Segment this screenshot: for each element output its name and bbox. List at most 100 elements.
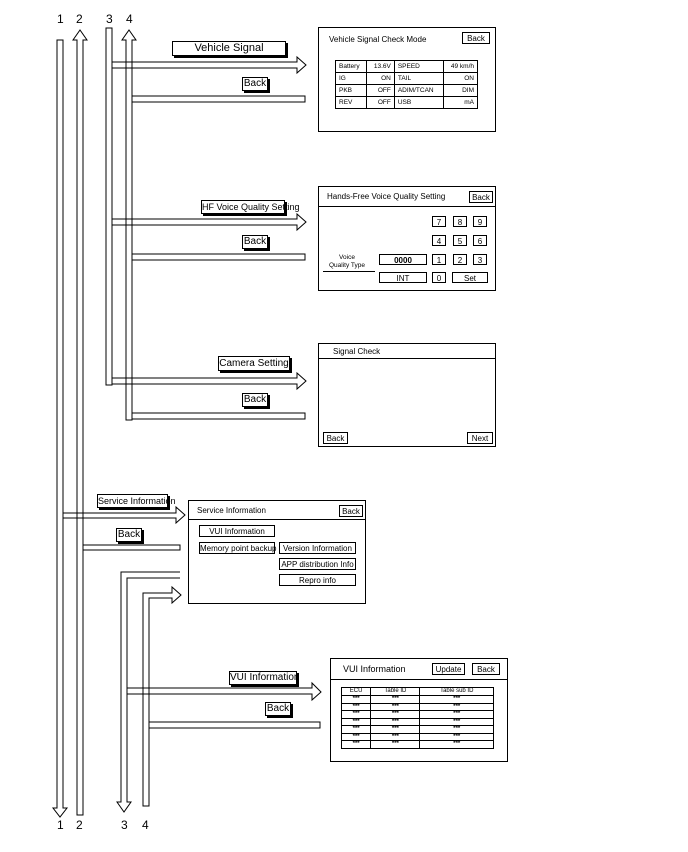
title-separator [319, 358, 495, 359]
signal-name: REV [334, 96, 368, 109]
table-cell: *** [370, 725, 421, 734]
table-cell: *** [419, 740, 494, 749]
key-4[interactable]: 4 [432, 235, 446, 246]
table-cell: *** [370, 740, 421, 749]
back-button[interactable]: Back [469, 191, 493, 203]
table-row: ********* [340, 702, 494, 711]
voice-label-line1: Voice [339, 254, 355, 261]
title-separator [319, 206, 495, 207]
signal-value: DIM [442, 84, 479, 97]
tag-vui: VUI Information [229, 671, 300, 685]
panel-title: VUI Information [343, 664, 406, 674]
key-3[interactable]: 3 [473, 254, 487, 265]
quality-value-field[interactable]: 0000 [379, 254, 427, 265]
signal-name: USB [393, 96, 444, 109]
key-8[interactable]: 8 [453, 216, 467, 227]
signal-name: PKB [334, 84, 368, 97]
vui-information-button[interactable]: VUI Information [199, 525, 275, 537]
header-table-id: Table ID [370, 687, 421, 696]
title-separator [331, 679, 507, 680]
table-row: ********* [340, 695, 494, 704]
panel-title: Vehicle Signal Check Mode [329, 35, 427, 44]
table-row: ********* [340, 725, 494, 734]
signal-value: OFF [366, 84, 395, 97]
table-cell: *** [340, 702, 372, 711]
next-button[interactable]: Next [467, 432, 493, 444]
key-6[interactable]: 6 [473, 235, 487, 246]
version-information-button[interactable]: Version Information [279, 542, 356, 554]
tag-back-vehicle: Back [242, 77, 268, 91]
lane-number-4-top: 4 [126, 12, 133, 26]
table-cell: *** [370, 732, 421, 741]
app-distribution-info-button[interactable]: APP distribution Info [279, 558, 356, 570]
header-ecu: ECU [340, 687, 372, 696]
lane-2-arrow [72, 29, 88, 816]
lane-4-arrow [121, 29, 137, 421]
table-cell: *** [340, 725, 372, 734]
table-cell: *** [340, 717, 372, 726]
table-cell: *** [419, 725, 494, 734]
back-button[interactable]: Back [472, 663, 500, 675]
signal-name: Battery [334, 60, 368, 73]
voice-label-line2: Quality Type [328, 262, 365, 269]
table-cell: *** [340, 740, 372, 749]
signal-name: TAIL [393, 72, 444, 85]
service-information-panel: Service Information Back VUI Information… [188, 500, 366, 604]
voice-label-underline [323, 271, 375, 272]
back-button[interactable]: Back [462, 32, 490, 44]
signal-name: ADIM/TCAN [393, 84, 444, 97]
table-cell: *** [340, 695, 372, 704]
repro-info-button[interactable]: Repro info [279, 574, 356, 586]
lane-1-arrow [51, 39, 69, 818]
key-5[interactable]: 5 [453, 235, 467, 246]
header-table-sub-id: Table sub ID [419, 687, 494, 696]
lane-number-1-bottom: 1 [57, 818, 64, 832]
table-cell: *** [370, 702, 421, 711]
back-button[interactable]: Back [323, 432, 348, 444]
signal-name: IG [334, 72, 368, 85]
tag-back-service: Back [116, 528, 142, 542]
signal-value: ON [366, 72, 395, 85]
key-2[interactable]: 2 [453, 254, 467, 265]
table-cell: *** [419, 732, 494, 741]
vui-table: ECU Table ID Table sub ID **************… [340, 687, 494, 749]
table-cell: *** [370, 710, 421, 719]
lane-number-2-bottom: 2 [76, 818, 83, 832]
table-cell: *** [340, 732, 372, 741]
tag-camera: Camera Setting [218, 356, 290, 371]
hf-voice-panel: Hands-Free Voice Quality Setting Back 7 … [318, 186, 496, 291]
table-row: ********* [340, 740, 494, 749]
lane-number-4-bottom: 4 [142, 818, 149, 832]
signal-value: mA [442, 96, 479, 109]
key-7[interactable]: 7 [432, 216, 446, 227]
int-button[interactable]: INT [379, 272, 427, 283]
table-cell: *** [340, 710, 372, 719]
tag-back-camera: Back [242, 393, 268, 407]
lane-number-1-top: 1 [57, 12, 64, 26]
back-button[interactable]: Back [339, 505, 363, 517]
set-button[interactable]: Set [452, 272, 488, 283]
signal-value: OFF [366, 96, 395, 109]
key-1[interactable]: 1 [432, 254, 446, 265]
lane-3-arrow [105, 27, 113, 386]
title-separator [189, 519, 365, 520]
panel-title: Service Information [197, 506, 266, 515]
key-9[interactable]: 9 [473, 216, 487, 227]
table-cell: *** [370, 717, 421, 726]
signal-value: 49 km/h [442, 60, 479, 73]
panel-title: Signal Check [333, 347, 381, 356]
tag-service: Service Information [97, 494, 176, 508]
update-button[interactable]: Update [432, 663, 465, 675]
key-0[interactable]: 0 [432, 272, 446, 283]
table-cell: *** [419, 717, 494, 726]
signal-name: SPEED [393, 60, 444, 73]
lane-number-2-top: 2 [76, 12, 83, 26]
table-row: ********* [340, 732, 494, 741]
lane-number-3-top: 3 [106, 12, 113, 26]
memory-point-backup-button[interactable]: Memory point backup [199, 542, 277, 554]
signal-value: 13.6V [366, 60, 395, 73]
